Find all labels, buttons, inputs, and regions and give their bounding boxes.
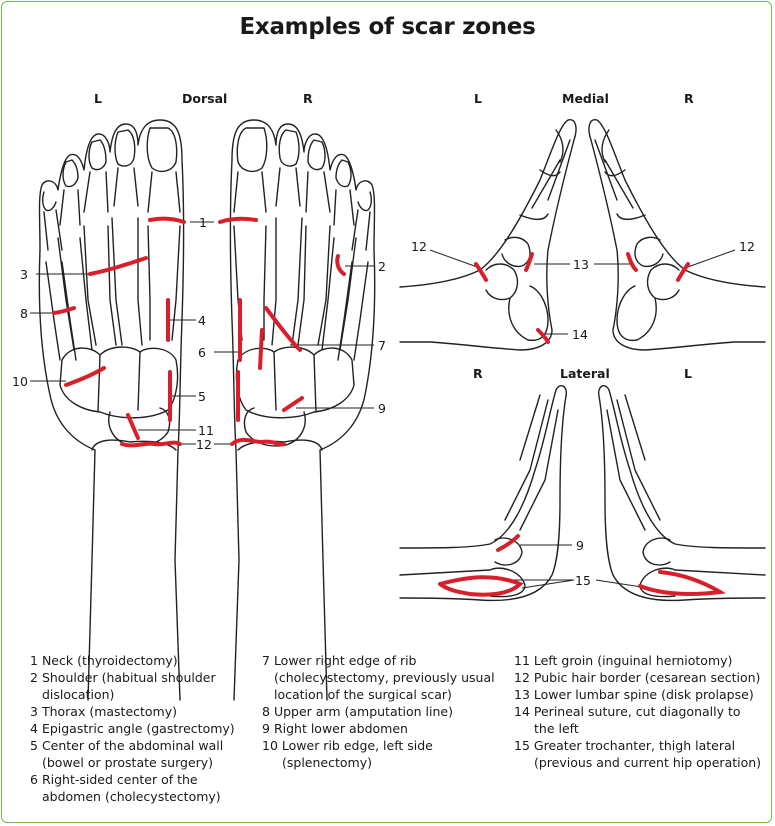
scar-12-medial-right (676, 262, 690, 282)
figure-title: Examples of scar zones (239, 14, 536, 40)
legend-item-3: 3 Thorax (mastectomy) (30, 704, 178, 719)
callout-9-dorsal: 9 (378, 401, 386, 416)
scar-10 (64, 366, 106, 387)
scar-7 (264, 306, 302, 352)
scar-6 (258, 328, 264, 370)
dorsal-left-foot (38, 119, 185, 701)
legend-item-13: 13 Lower lumbar spine (disk prolapse) (514, 687, 754, 702)
scar-9-dorsal (282, 396, 304, 412)
callout-6: 6 (198, 345, 206, 360)
scar-13-medial-right (626, 252, 638, 272)
callout-8: 8 (20, 306, 28, 321)
scar-11 (126, 413, 140, 440)
dorsal-left-foot-outline (38, 119, 185, 701)
dorsal-left-label: L (94, 91, 102, 106)
callout-7: 7 (378, 338, 386, 353)
legend-item-6: 6 Right-sided center of the abdomen (cho… (30, 772, 221, 804)
callout-3: 3 (20, 267, 28, 282)
medial-left-foot (399, 119, 577, 351)
legend-item-7: 7 Lower right edge of rib (cholecystecto… (262, 653, 495, 702)
legend-item-8: 8 Upper arm (amputation line) (262, 704, 453, 719)
callout-4: 4 (198, 313, 206, 328)
callout-5: 5 (198, 389, 206, 404)
scar-2 (335, 254, 346, 276)
callout-9-lateral: 9 (576, 538, 584, 553)
scar-15-lateral-second (638, 570, 726, 596)
dorsal-right-foot (229, 119, 376, 701)
medial-left-foot-outline (399, 119, 577, 351)
medial-right-label: R (684, 91, 694, 106)
lateral-second-foot (597, 385, 766, 602)
scar-12-left (120, 440, 182, 448)
callout-12-medial-right: 12 (739, 239, 755, 254)
medial-right-foot-outline (588, 119, 766, 351)
legend-item-5: 5 Center of the abdominal wall (bowel or… (30, 738, 224, 770)
callout-14: 14 (572, 327, 588, 342)
dorsal-right-label: R (303, 91, 313, 106)
medial-left-label: L (474, 91, 482, 106)
scar-12-right (230, 437, 286, 447)
callout-15: 15 (575, 573, 591, 588)
legend-column-2: 7 Lower right edge of rib (cholecystecto… (262, 652, 502, 771)
scar-1-left (148, 216, 186, 224)
lateral-left-label: R (473, 366, 483, 381)
legend-item-2: 2 Shoulder (habitual shoulder dislocatio… (30, 670, 216, 702)
callout-12-dorsal: 12 (196, 437, 212, 452)
scar-14 (536, 328, 550, 344)
legend-item-4: 4 Epigastric angle (gastrectomy) (30, 721, 235, 736)
lateral-first-foot-outline (399, 385, 568, 602)
legend-item-11: 11 Left groin (inguinal herniotomy) (514, 653, 733, 668)
scar-8 (52, 306, 76, 315)
legend-item-1: 1 Neck (thyroidectomy) (30, 653, 178, 668)
scar-9-lateral (496, 534, 520, 552)
legend-item-14: 14 Perineal suture, cut diagonally to th… (514, 704, 741, 736)
medial-view-title: Medial (562, 91, 609, 106)
dorsal-right-foot-outline (229, 119, 376, 701)
legend-item-12: 12 Pubic hair border (cesarean section) (514, 670, 761, 685)
legend-column-3: 11 Left groin (inguinal herniotomy) 12 P… (514, 652, 764, 771)
scar-1-right (218, 216, 258, 224)
callout-11: 11 (198, 423, 214, 438)
medial-right-foot (588, 119, 766, 351)
legend-column-1: 1 Neck (thyroidectomy) 2 Shoulder (habit… (30, 652, 255, 805)
dorsal-view-title: Dorsal (182, 91, 228, 106)
scar-marks (52, 216, 726, 597)
callout-13: 13 (573, 257, 589, 272)
legend-item-9: 9 Right lower abdomen (262, 721, 408, 736)
scar-13-medial-left (524, 252, 534, 272)
callout-2: 2 (378, 259, 386, 274)
callout-12-medial-left: 12 (411, 239, 427, 254)
callout-1: 1 (199, 215, 207, 230)
scar-12-medial-left (474, 262, 488, 282)
lateral-second-foot-outline (597, 385, 766, 602)
callout-10: 10 (12, 374, 28, 389)
scar-3 (88, 256, 148, 276)
scar-15-lateral-first (438, 575, 524, 597)
lateral-right-label: L (684, 366, 692, 381)
lateral-first-foot (399, 385, 568, 602)
legend-item-15: 15 Greater trochanter, thigh lateral (pr… (514, 738, 762, 770)
lateral-view-title: Lateral (560, 366, 610, 381)
legend-item-10: 10 Lower rib edge, left side (splenectom… (262, 738, 433, 770)
